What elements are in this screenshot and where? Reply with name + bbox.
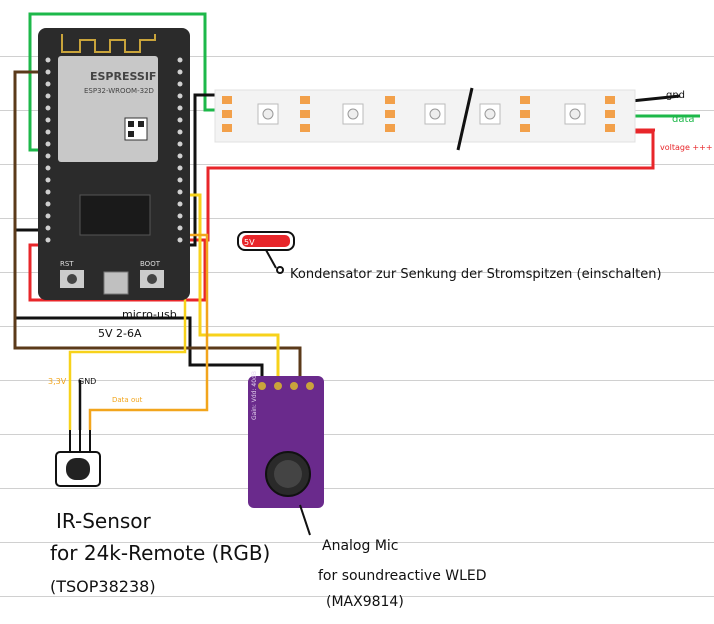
usb-label-1: micro-usb	[122, 308, 177, 321]
mic-title: Analog Mic	[322, 538, 399, 554]
micro-usb-port[interactable]	[103, 271, 129, 295]
ir-title: IR-Sensor	[56, 509, 152, 533]
mic-part: (MAX9814)	[326, 594, 404, 610]
wire-yellow-mic	[175, 193, 280, 388]
mic-subtitle: for soundreactive WLED	[318, 568, 487, 584]
mic-line-1: Gain: Vdd: 40dB	[251, 371, 258, 420]
ir-sensor	[55, 430, 101, 487]
wire-green-data	[28, 12, 222, 152]
esp32-board: ESPRESSIF ESP32-WROOM-32D RST BOOT	[38, 28, 190, 300]
wire-brown	[13, 70, 302, 388]
ir-subtitle: for 24k-Remote (RGB)	[50, 541, 270, 565]
boot-label: BOOT	[140, 260, 161, 268]
mic-board: Gain: Vdd: 40dB	[248, 371, 324, 536]
esp32-brand: ESPRESSIF	[90, 70, 156, 83]
wire-red-usb	[28, 240, 207, 302]
usb-uart-chip	[79, 194, 151, 236]
esp32-model: ESP32-WROOM-32D	[84, 87, 154, 95]
antenna-trace	[61, 34, 156, 53]
wire-orange-ir	[88, 233, 209, 430]
capacitor-note: Kondensator zur Senkung der Stromspitzen…	[290, 267, 662, 282]
led-chip	[257, 103, 586, 125]
label-data: data	[672, 114, 695, 125]
label-gnd: gnd	[666, 90, 685, 101]
ir-data-label: Data out	[112, 396, 143, 404]
ir-wire-label-2: GND	[78, 377, 96, 386]
ir-wire-label-1: 3,3V	[48, 377, 67, 386]
rst-label: RST	[60, 260, 74, 268]
label-voltage: voltage +++	[660, 143, 713, 152]
esp32-pins-right	[177, 57, 183, 243]
capacitor-label: 5V	[244, 238, 255, 247]
wire-red-vplus	[180, 130, 655, 242]
usb-label-2: 5V 2-6A	[98, 327, 142, 340]
esp32-pins-left	[45, 57, 51, 243]
ir-part: (TSOP38238)	[50, 577, 156, 596]
led-strip	[214, 87, 636, 151]
strip-cut-mark	[456, 87, 474, 151]
capacitor: 5V	[237, 231, 295, 274]
